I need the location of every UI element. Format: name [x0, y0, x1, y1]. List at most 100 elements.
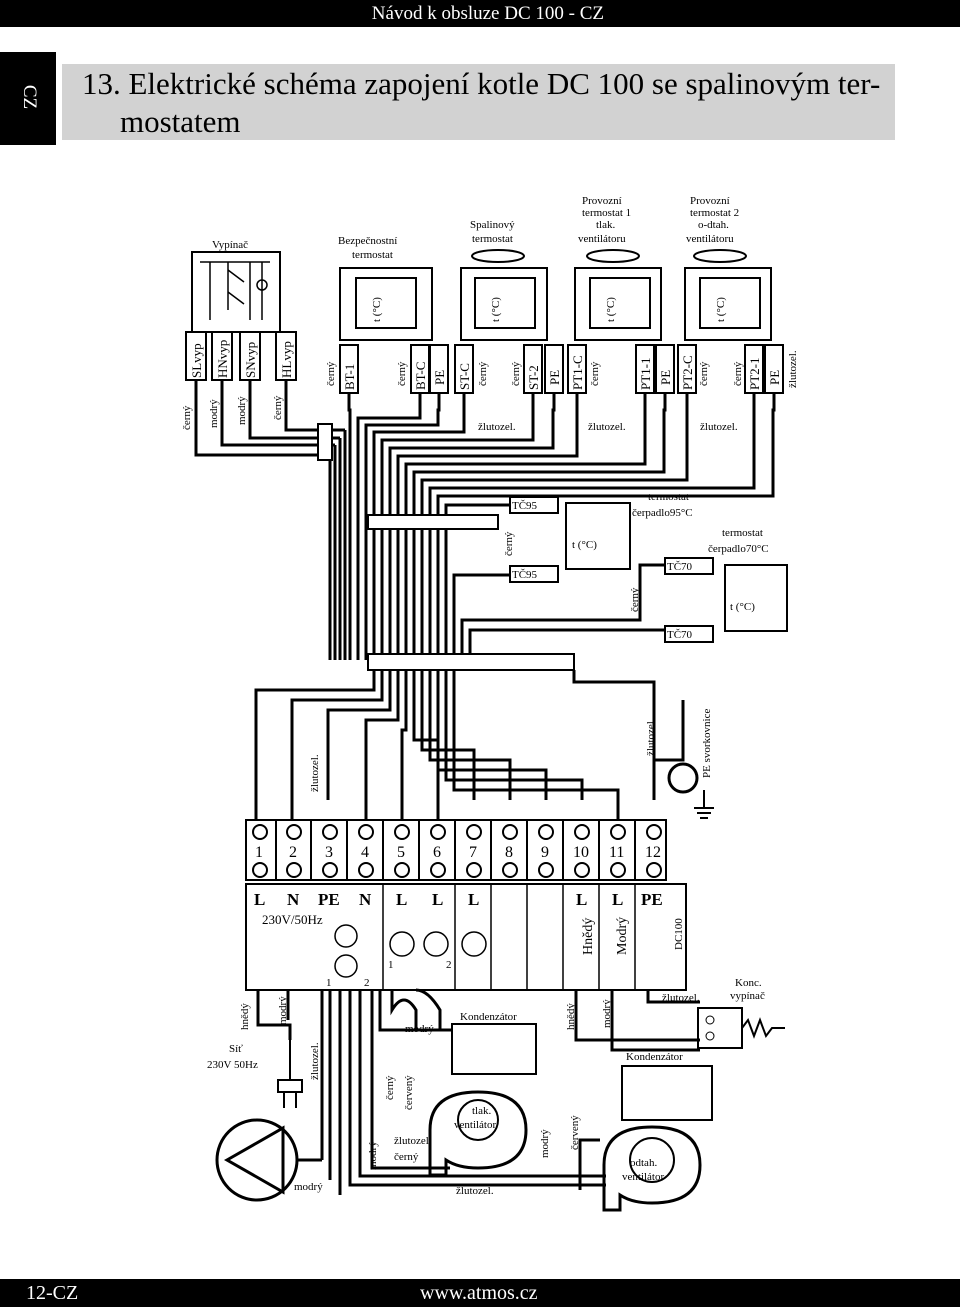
- pt2-terminal-3: PE: [767, 370, 782, 385]
- block-label-4: N: [359, 890, 372, 909]
- st-wire-1: černý: [477, 361, 489, 386]
- bt-title-1: Bezpečnostní: [338, 235, 397, 247]
- pt2-wire-2: černý: [732, 361, 744, 386]
- st-wire-2: černý: [510, 361, 522, 386]
- section-title-line1: 13. Elektrické schéma zapojení kotle DC …: [82, 66, 881, 101]
- terminal-8: 8: [505, 844, 513, 861]
- st-terminal-2: ST-2: [526, 365, 541, 390]
- wire-zlutozel-1: žlutozel.: [309, 1042, 321, 1080]
- tc70-wire: černý: [629, 587, 641, 612]
- terminal-10: 10: [573, 844, 589, 861]
- bt-wire-2: černý: [396, 361, 408, 386]
- terminal-12: 12: [645, 844, 661, 861]
- mains-label-1: Síť: [229, 1043, 243, 1055]
- tc70-temp-symbol: t (°C): [730, 601, 755, 613]
- tc95-label-2: čerpadlo95°C: [632, 507, 693, 519]
- switch-wire-4: černý: [272, 395, 284, 420]
- end-switch-label-1: Konc.: [735, 977, 762, 989]
- bt-terminal-2: BT-C: [413, 362, 428, 390]
- pt2-title-2: termostat 2: [690, 207, 739, 219]
- motor-label-1: 1: [326, 977, 332, 989]
- terminal-4: 4: [361, 844, 369, 861]
- st-temp-symbol: t (°C): [490, 297, 502, 322]
- tc95-temp-symbol: t (°C): [572, 539, 597, 551]
- side-label-hnedy: Hnědý: [581, 918, 596, 955]
- wire-modry-1: modrý: [277, 996, 289, 1025]
- wire-zlutozel-2: žlutozel.: [394, 1135, 432, 1147]
- bt-terminal-1: BT-1: [342, 364, 357, 390]
- model-label: DC100: [673, 918, 685, 950]
- wire-modry-4: modrý: [294, 1181, 323, 1193]
- fan-pressure-label-1: tlak.: [472, 1105, 491, 1117]
- pt1-terminal-2: PT1-1: [638, 358, 653, 391]
- pt1-temp-symbol: t (°C): [605, 297, 617, 322]
- st-terminal-3: PE: [547, 370, 562, 385]
- tc70-terminal-bottom: TČ70: [667, 629, 693, 641]
- block-label-10: L: [576, 890, 587, 909]
- pt1-title-3: tlak.: [596, 219, 615, 231]
- wire-hnedy-1: hnědý: [239, 1003, 251, 1030]
- switch-wire-1: černý: [181, 405, 193, 430]
- tc70-terminal-top: TČ70: [667, 561, 693, 573]
- tc95-terminal-bottom: TČ95: [512, 569, 538, 581]
- block-label-1: L: [254, 890, 265, 909]
- wire-modry-5: modrý: [601, 999, 613, 1028]
- end-switch-label-2: vypínač: [730, 990, 765, 1002]
- switch-terminal-3: SNvyp: [243, 342, 258, 378]
- pt2-title-1: Provozní: [690, 195, 730, 207]
- wire-cerveny-2: červený: [569, 1115, 581, 1150]
- block-label-7: L: [468, 890, 479, 909]
- bt-wire-1: černý: [325, 361, 337, 386]
- switch-box: [191, 251, 281, 333]
- fan-exhaust-label-2: ventilátor: [622, 1171, 664, 1183]
- tc70-label-1: termostat: [722, 527, 763, 539]
- wire-modry-6: modrý: [539, 1129, 551, 1158]
- bt-title-2: termostat: [352, 249, 393, 261]
- st-wire-yellow: žlutozel.: [588, 421, 626, 433]
- bt-temp-symbol: t (°C): [371, 297, 383, 322]
- terminal-5: 5: [397, 844, 405, 861]
- section-title-line2: mostatem: [120, 104, 241, 139]
- pe-wire-label: žlutozel.: [645, 718, 657, 756]
- wire-cerveny-1: červený: [403, 1075, 415, 1110]
- header-title: Návod k obsluze DC 100 - CZ: [371, 3, 604, 24]
- switch-wire-3: modrý: [236, 396, 248, 425]
- pt1-title-4: ventilátoru: [578, 233, 626, 245]
- fan-exhaust-label-1: odtah.: [630, 1157, 657, 1169]
- pt1-title-1: Provozní: [582, 195, 622, 207]
- wire-cerny-2: černý: [394, 1151, 419, 1163]
- section-title-box: 13. Elektrické schéma zapojení kotle DC …: [62, 64, 895, 140]
- terminal-1: 1: [255, 844, 263, 861]
- terminal-2: 2: [289, 844, 297, 861]
- capacitor-label-1: Kondenzátor: [460, 1011, 517, 1023]
- terminal-3: 3: [325, 844, 333, 861]
- terminal-6: 6: [433, 844, 441, 861]
- website-url: www.atmos.cz: [420, 1282, 538, 1304]
- st-title-1: Spalinový: [470, 219, 515, 231]
- pt2-title-4: ventilátoru: [686, 233, 734, 245]
- language-tab: CZ: [0, 52, 56, 145]
- pt1-wire-yellow: žlutozel.: [700, 421, 738, 433]
- pt1-terminal-3: PE: [658, 370, 673, 385]
- block-label-11: L: [612, 890, 623, 909]
- wire-modry-3: modrý: [367, 1141, 379, 1170]
- header-bar: Návod k obsluze DC 100 - CZ: [0, 0, 960, 27]
- tc95-terminal-top: TČ95: [512, 500, 538, 512]
- pt2-temp-symbol: t (°C): [715, 297, 727, 322]
- bt-wire-yellow: žlutozel.: [478, 421, 516, 433]
- fan-pressure-label-2: ventilátor: [454, 1119, 496, 1131]
- bt-terminal-3: PE: [432, 370, 447, 385]
- block-label-12: PE: [641, 890, 663, 909]
- block-label-6: L: [432, 890, 443, 909]
- wire-hnedy-2: hnědý: [565, 1003, 577, 1030]
- motor-label-3: 1: [388, 959, 394, 971]
- pe-terminal-label: PE svorkovnice: [701, 709, 713, 778]
- switch-terminal-2: HNvyp: [215, 340, 230, 378]
- pt1-terminal-1: PT1-C: [570, 355, 585, 390]
- mains-label-2: 230V 50Hz: [207, 1059, 258, 1071]
- switch-title: Vypínač: [212, 239, 248, 251]
- end-switch-wire: žlutozel.: [662, 992, 700, 1004]
- block-label-3: PE: [318, 890, 340, 909]
- page-number: 12-CZ: [26, 1282, 79, 1304]
